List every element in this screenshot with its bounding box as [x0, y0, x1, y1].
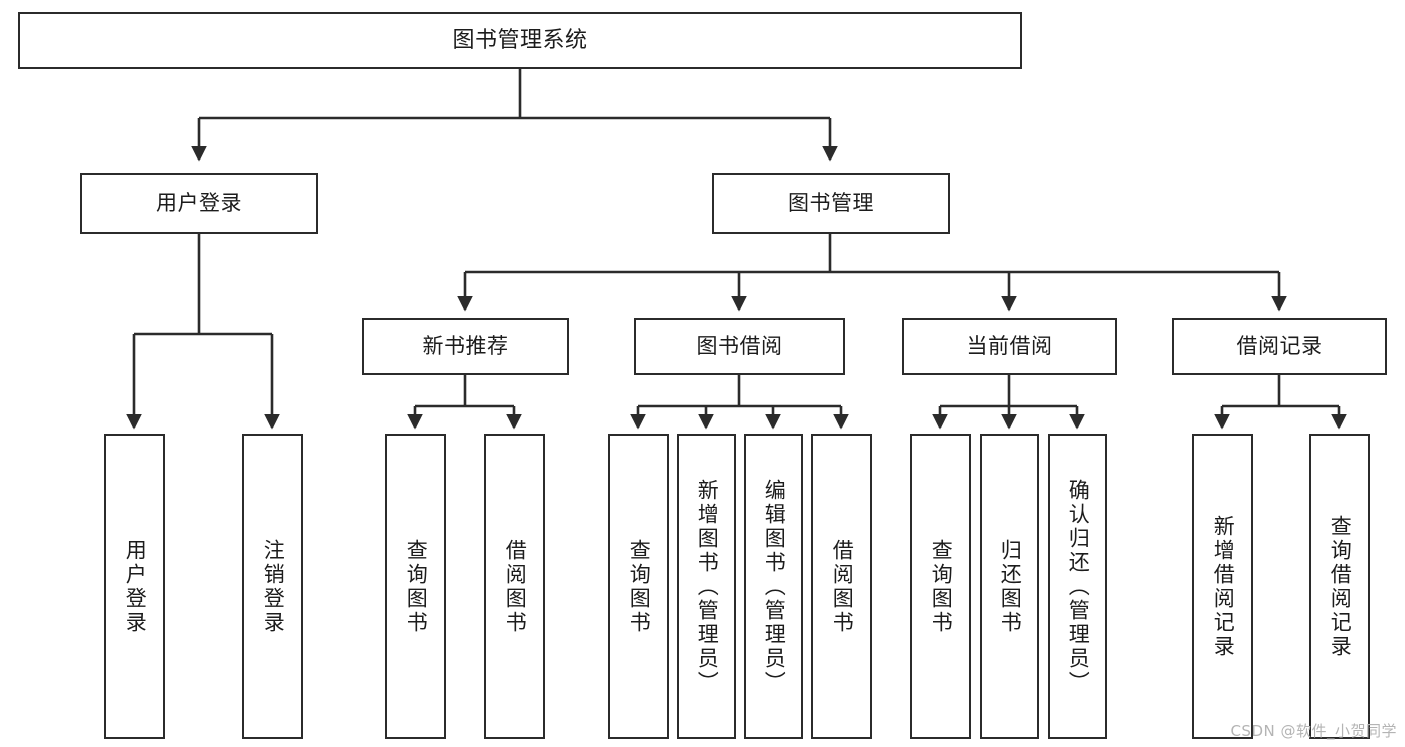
leaf-borrow-query-book[interactable]: 查询图书	[608, 434, 669, 739]
leaf-current-query-book-label: 查询图书	[929, 538, 954, 635]
leaf-borrow-edit-book-label: 编辑图书（管理员）	[762, 478, 787, 695]
leaf-current-return-book-label: 归还图书	[998, 538, 1023, 635]
leaf-current-confirm-return-label: 确认归还（管理员）	[1066, 478, 1091, 695]
node-borrow-record-label: 借阅记录	[1236, 334, 1323, 359]
node-book-management[interactable]: 图书管理	[712, 173, 950, 234]
leaf-current-return-book[interactable]: 归还图书	[980, 434, 1039, 739]
leaf-current-query-book[interactable]: 查询图书	[910, 434, 971, 739]
node-new-book-recommend-label: 新书推荐	[422, 334, 509, 359]
leaf-user-login-logout[interactable]: 注销登录	[242, 434, 303, 739]
node-borrow-record[interactable]: 借阅记录	[1172, 318, 1387, 375]
leaf-borrow-edit-book[interactable]: 编辑图书（管理员）	[744, 434, 803, 739]
leaf-record-add-record-label: 新增借阅记录	[1211, 514, 1236, 659]
leaf-user-login-logout-label: 注销登录	[261, 538, 286, 635]
leaf-user-login-login[interactable]: 用户登录	[104, 434, 165, 739]
node-root-label: 图书管理系统	[452, 27, 588, 53]
leaf-borrow-query-book-label: 查询图书	[627, 538, 652, 635]
leaf-record-query-record[interactable]: 查询借阅记录	[1309, 434, 1370, 739]
leaf-record-query-record-label: 查询借阅记录	[1328, 514, 1353, 659]
leaf-borrow-borrow-book[interactable]: 借阅图书	[811, 434, 872, 739]
leaf-recommend-query-book-label: 查询图书	[404, 538, 429, 635]
leaf-record-add-record[interactable]: 新增借阅记录	[1192, 434, 1253, 739]
leaf-borrow-add-book[interactable]: 新增图书（管理员）	[677, 434, 736, 739]
leaf-user-login-login-label: 用户登录	[123, 538, 148, 635]
node-current-borrow-label: 当前借阅	[966, 334, 1053, 359]
node-root[interactable]: 图书管理系统	[18, 12, 1022, 69]
node-book-borrow-label: 图书借阅	[696, 334, 783, 359]
leaf-borrow-borrow-book-label: 借阅图书	[830, 538, 855, 635]
node-book-management-label: 图书管理	[788, 191, 874, 216]
leaf-borrow-add-book-label: 新增图书（管理员）	[695, 478, 720, 695]
leaf-recommend-query-book[interactable]: 查询图书	[385, 434, 446, 739]
node-user-login-label: 用户登录	[156, 191, 242, 216]
leaf-recommend-borrow-book[interactable]: 借阅图书	[484, 434, 545, 739]
leaf-current-confirm-return[interactable]: 确认归还（管理员）	[1048, 434, 1107, 739]
node-user-login[interactable]: 用户登录	[80, 173, 318, 234]
csdn-watermark: CSDN @软件_小贺同学	[1230, 722, 1397, 740]
node-new-book-recommend[interactable]: 新书推荐	[362, 318, 569, 375]
node-book-borrow[interactable]: 图书借阅	[634, 318, 845, 375]
leaf-recommend-borrow-book-label: 借阅图书	[503, 538, 528, 635]
node-current-borrow[interactable]: 当前借阅	[902, 318, 1117, 375]
